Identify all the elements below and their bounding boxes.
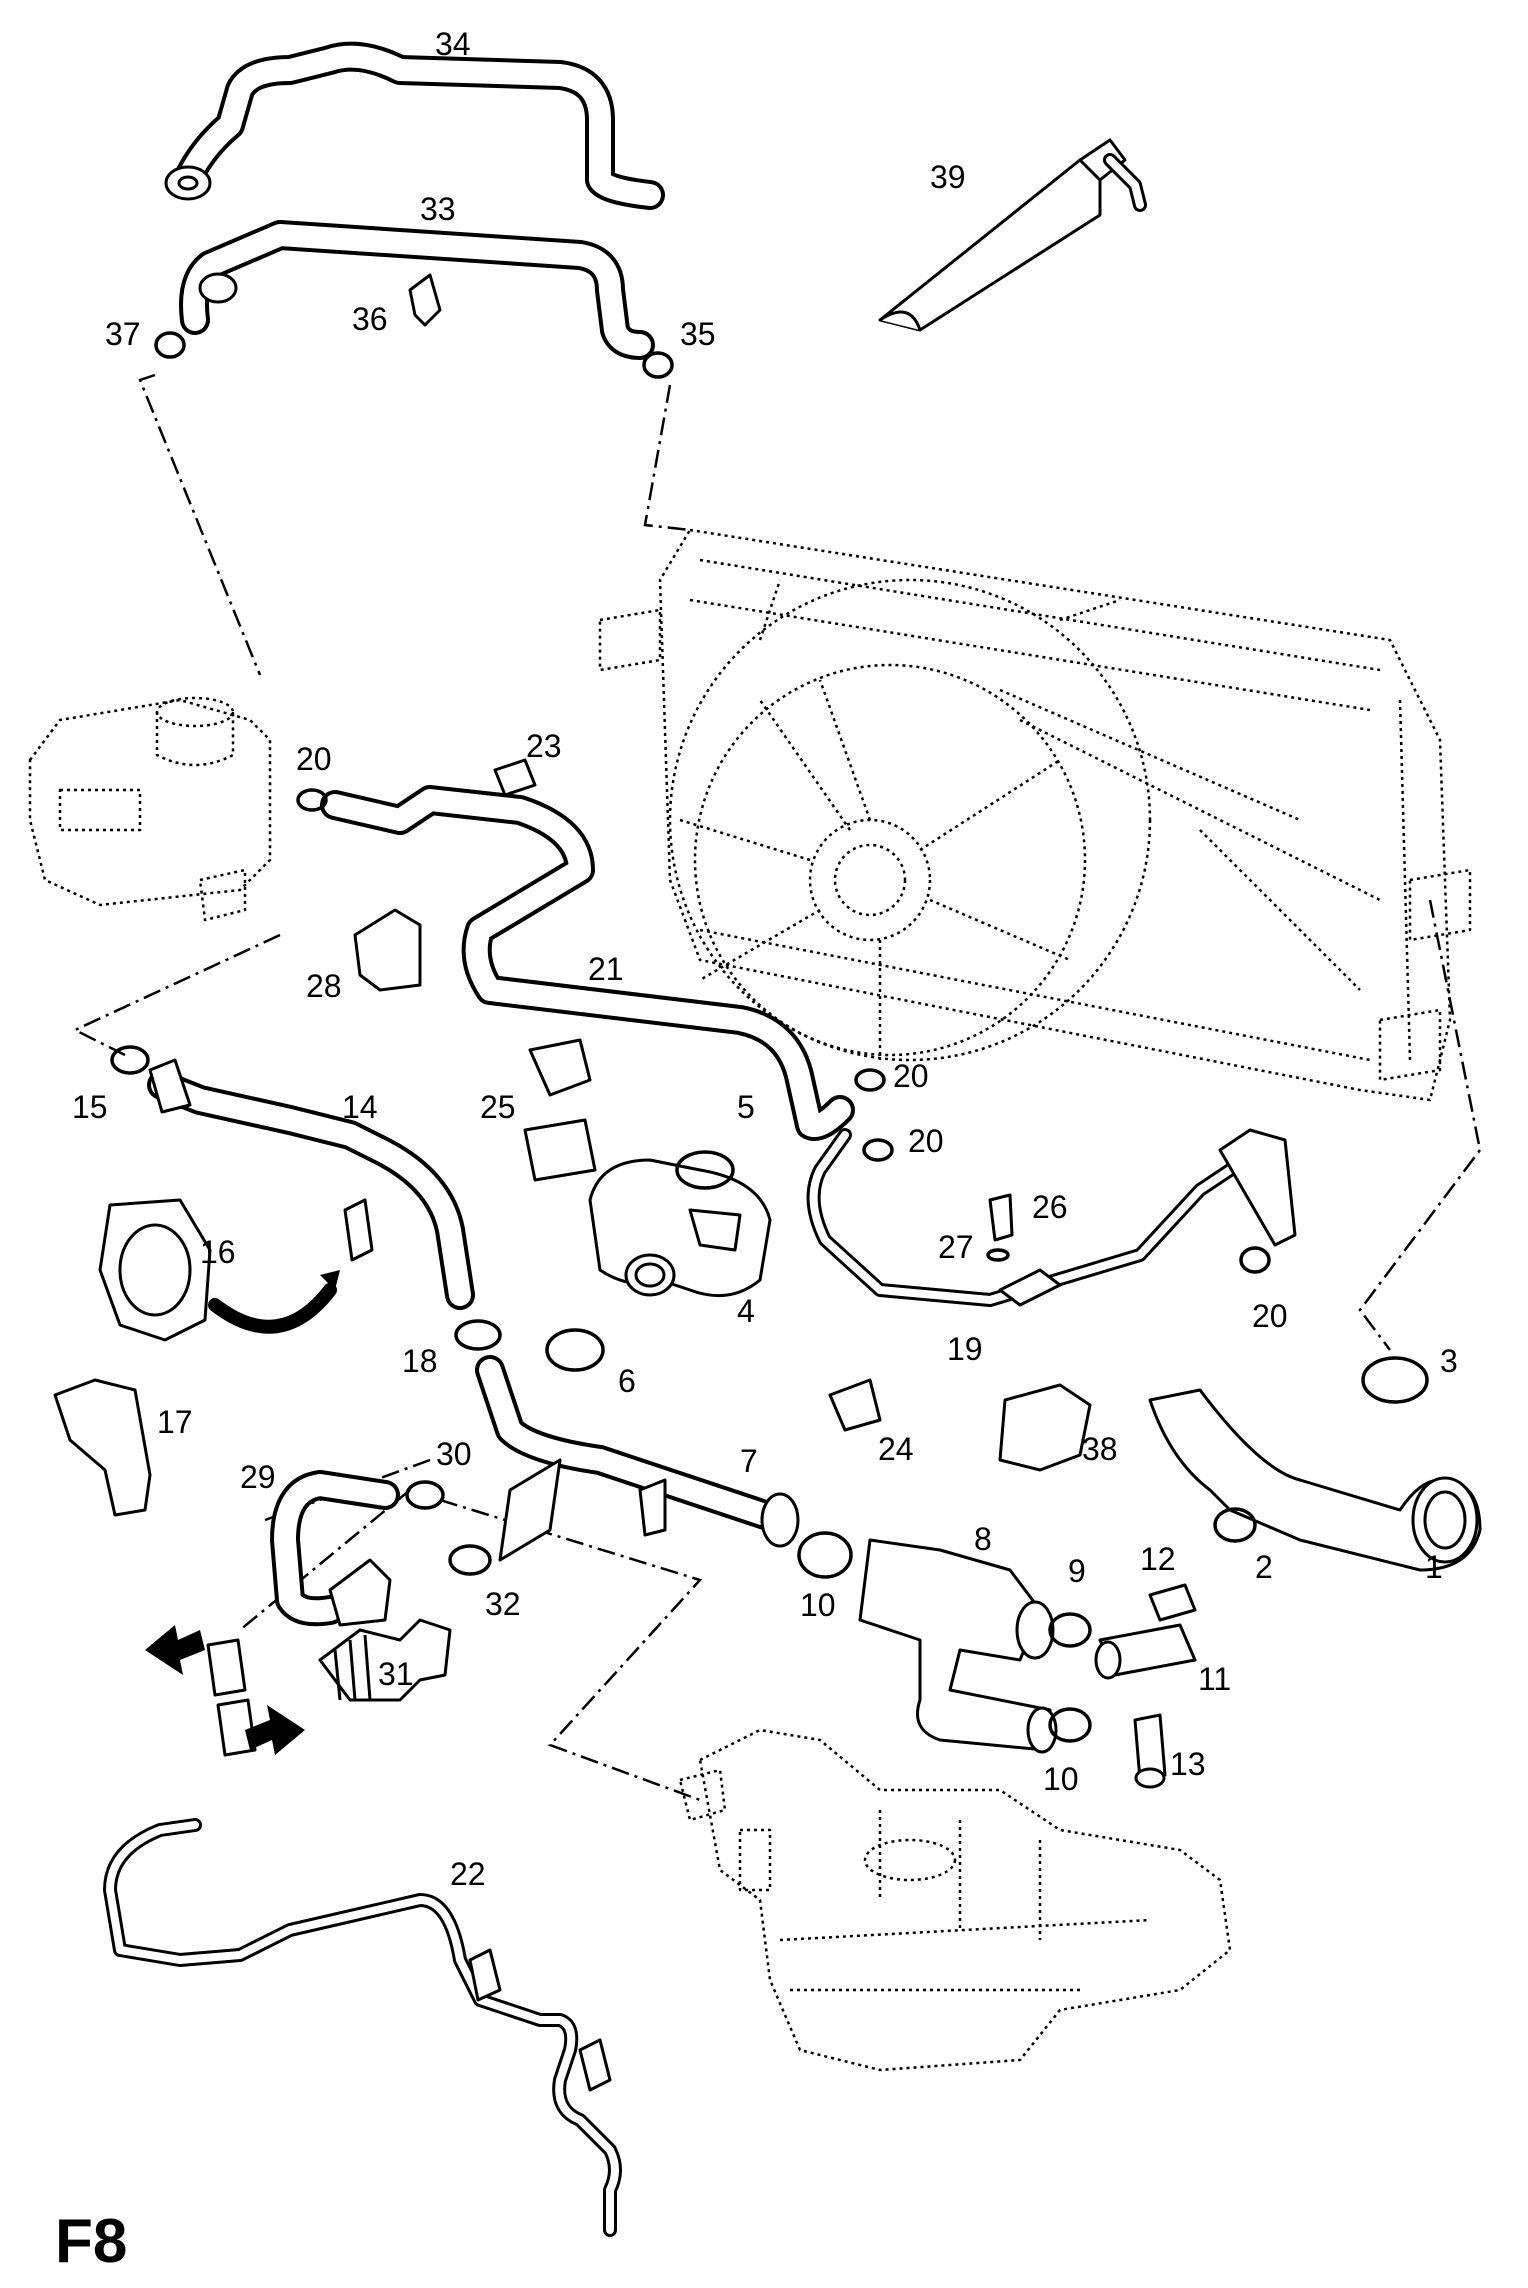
- intake-manifold-housing: [678, 1728, 1232, 2072]
- part-label-21: 21: [588, 951, 624, 987]
- pipe-22: [103, 1818, 622, 2237]
- part-label-1: 1: [1425, 1549, 1443, 1585]
- part-label-20b: 20: [893, 1058, 929, 1094]
- expansion-tank: [28, 696, 272, 922]
- part-label-2: 2: [1255, 1549, 1273, 1585]
- part-label-20a: 20: [296, 741, 332, 777]
- part-label-33: 33: [420, 191, 456, 227]
- pipe-19: [806, 1128, 1297, 1307]
- part-label-6: 6: [618, 1363, 636, 1399]
- part-label-12: 12: [1140, 1541, 1176, 1577]
- part-label-20c: 20: [908, 1123, 944, 1159]
- part-label-30: 30: [436, 1436, 472, 1472]
- part-label-23: 23: [526, 728, 562, 764]
- part-label-37: 37: [105, 316, 141, 352]
- part-label-20d: 20: [1252, 1298, 1288, 1334]
- hose-33: [179, 220, 655, 360]
- part-label-5: 5: [737, 1089, 755, 1125]
- part-label-11: 11: [1198, 1661, 1231, 1697]
- part-label-31: 31: [378, 1656, 414, 1692]
- part-label-10b: 10: [1043, 1761, 1079, 1797]
- hose-34: [164, 41, 665, 210]
- part-label-10a: 10: [800, 1587, 836, 1623]
- part-label-3: 3: [1440, 1343, 1458, 1379]
- part-39: [878, 138, 1147, 332]
- part-label-14: 14: [342, 1089, 378, 1125]
- t-piece-8: [858, 1538, 1058, 1754]
- part-label-34: 34: [435, 26, 471, 62]
- part-label-39: 39: [930, 159, 966, 195]
- radiator-fan-assembly: [598, 528, 1472, 1102]
- part-label-36: 36: [352, 301, 388, 337]
- hose-14: [147, 1058, 475, 1310]
- part-label-18: 18: [402, 1343, 438, 1379]
- part-label-27: 27: [938, 1229, 974, 1265]
- hose-21: [320, 785, 855, 1141]
- part-label-29: 29: [240, 1459, 276, 1495]
- part-label-22: 22: [450, 1856, 486, 1892]
- part-label-32: 32: [485, 1586, 521, 1622]
- part-label-7: 7: [740, 1443, 758, 1479]
- part-label-19: 19: [947, 1331, 983, 1367]
- part-label-15: 15: [72, 1089, 108, 1125]
- small-parts: [53, 273, 1429, 1789]
- part-label-38: 38: [1082, 1431, 1118, 1467]
- part-label-13: 13: [1170, 1746, 1206, 1782]
- part-label-26: 26: [1032, 1189, 1068, 1225]
- part-label-17: 17: [157, 1404, 193, 1440]
- part-label-9: 9: [1068, 1553, 1086, 1589]
- part-number-labels: 1 2 3 4 5 6 7 8 9 10 10 11 12 13 14 15 1…: [72, 26, 1458, 1892]
- hose-29: [270, 1470, 400, 1627]
- part-label-16: 16: [200, 1234, 236, 1270]
- sheet-code: F8: [55, 2207, 127, 2276]
- part-label-28: 28: [306, 968, 342, 1004]
- pipe-7: [475, 1355, 800, 1562]
- part-label-8: 8: [974, 1521, 992, 1557]
- part-label-25: 25: [480, 1089, 516, 1125]
- hose-31: [318, 1618, 452, 1702]
- hose-1: [1148, 1388, 1482, 1572]
- part-label-4: 4: [737, 1293, 755, 1329]
- part-label-24: 24: [878, 1431, 914, 1467]
- hose-4: [588, 1158, 772, 1298]
- part-label-35: 35: [680, 316, 716, 352]
